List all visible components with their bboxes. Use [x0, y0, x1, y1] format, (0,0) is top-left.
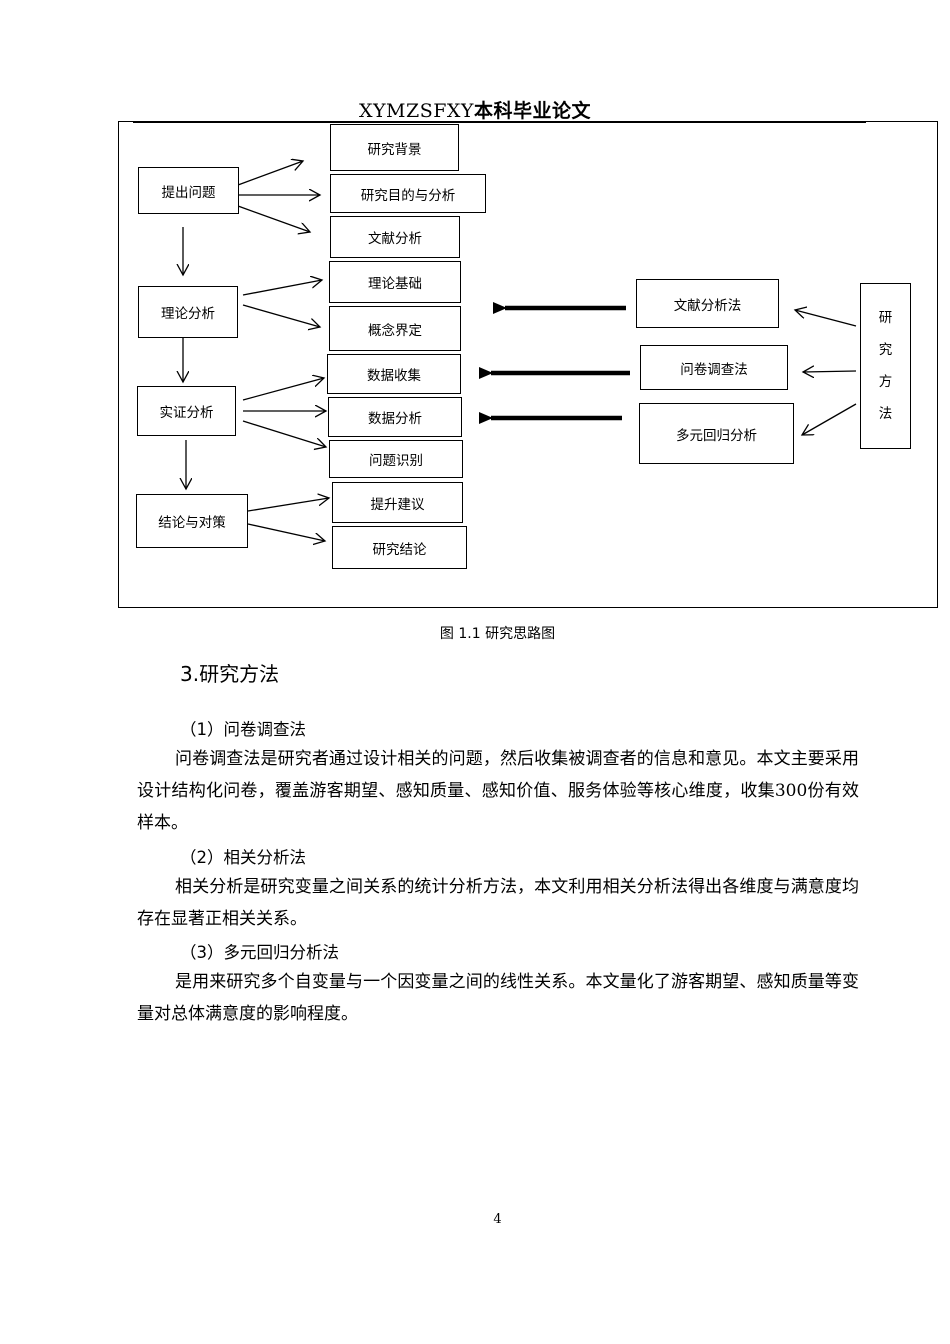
box-conclusion-countermeasure: 结论与对策	[136, 494, 248, 548]
group-char-2: 究	[878, 342, 893, 358]
section-title: 3.研究方法	[180, 662, 280, 686]
box-ask-question: 提出问题	[138, 167, 239, 214]
box-theory-basis: 理论基础	[329, 261, 461, 303]
subheading-correlation: （2）相关分析法	[180, 848, 306, 867]
box-research-background: 研究背景	[330, 124, 459, 171]
group-char-3: 方	[878, 374, 893, 390]
box-problem-identification: 问题识别	[329, 440, 463, 478]
page-header: XYMZSFXY本科毕业论文	[0, 96, 950, 123]
box-questionnaire-method: 问卷调查法	[640, 345, 788, 390]
paragraph-regression: 是用来研究多个自变量与一个因变量之间的线性关系。本文量化了游客期望、感知质量等变…	[137, 972, 859, 1024]
arrow-empirical-collection	[242, 378, 324, 401]
box-regression-method: 多元回归分析	[639, 403, 794, 464]
arrow-ask-literature	[237, 205, 310, 232]
header-rule	[133, 122, 866, 123]
box-theory-analysis: 理论分析	[138, 286, 238, 338]
header-label: 本科毕业论文	[473, 100, 591, 122]
arrow-theory-concept	[242, 304, 320, 327]
arrow-group-regression	[802, 403, 857, 435]
figure-caption: 图 1.1 研究思路图	[439, 626, 556, 642]
header-serial: XYMZSFXY	[358, 100, 474, 122]
arrow-theory-basis	[242, 280, 322, 296]
group-char-4: 法	[878, 406, 893, 422]
arrow-group-literature	[795, 310, 857, 327]
box-data-collection: 数据收集	[327, 354, 461, 394]
arrow-group-questionnaire	[803, 371, 857, 372]
subheading-regression: （3）多元回归分析法	[180, 943, 339, 962]
paragraph-correlation: 相关分析是研究变量之间关系的统计分析方法，本文利用相关分析法得出各维度与满意度均…	[137, 877, 859, 929]
box-literature-method: 文献分析法	[636, 279, 779, 328]
box-improvement-suggestions: 提升建议	[332, 482, 463, 523]
box-literature-analysis: 文献分析	[330, 216, 460, 258]
arrow-ask-background	[237, 161, 303, 186]
subheading-questionnaire: （1）问卷调查法	[180, 720, 306, 739]
page-number: 4	[493, 1212, 502, 1227]
arrow-conclusion-research	[247, 523, 325, 541]
box-research-conclusion: 研究结论	[332, 526, 467, 569]
box-data-analysis: 数据分析	[328, 397, 462, 437]
box-research-methods-group: 研 究 方 法	[860, 283, 911, 449]
figure-frame	[118, 121, 938, 608]
box-concept-definition: 概念界定	[329, 306, 461, 351]
paragraph-questionnaire: 问卷调查法是研究者通过设计相关的问题，然后收集被调查者的信息和意见。本文主要采用…	[137, 749, 859, 833]
arrow-empirical-problem	[242, 420, 326, 447]
group-char-1: 研	[878, 310, 893, 326]
box-research-purpose: 研究目的与分析	[330, 174, 486, 213]
box-empirical-analysis: 实证分析	[137, 386, 236, 436]
flow-arrows	[0, 0, 857, 620]
arrow-conclusion-suggestions	[247, 498, 329, 512]
